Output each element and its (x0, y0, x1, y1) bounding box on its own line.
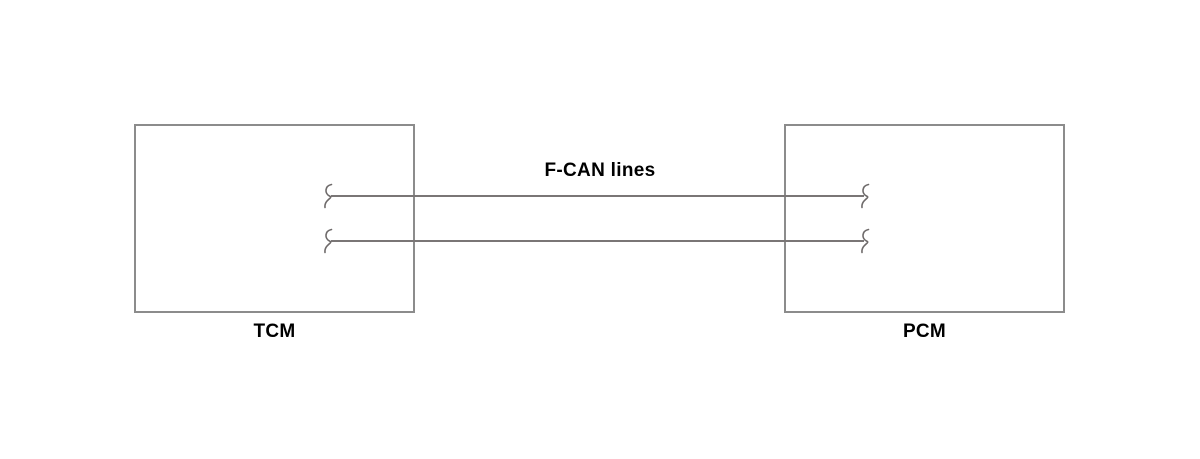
fcan-wire-1 (331, 195, 864, 197)
wire-break-squiggle-icon (324, 228, 333, 254)
wire-break-squiggle-icon (861, 183, 870, 209)
wire-break-squiggle-icon (324, 183, 333, 209)
fcan-wire-2 (331, 240, 864, 242)
tcm-label: TCM (253, 321, 296, 342)
tcm-box (134, 124, 415, 313)
pcm-label: PCM (902, 321, 947, 342)
pcm-box (784, 124, 1065, 313)
fcan-lines-label: F-CAN lines (544, 160, 656, 181)
wire-break-squiggle-icon (861, 228, 870, 254)
